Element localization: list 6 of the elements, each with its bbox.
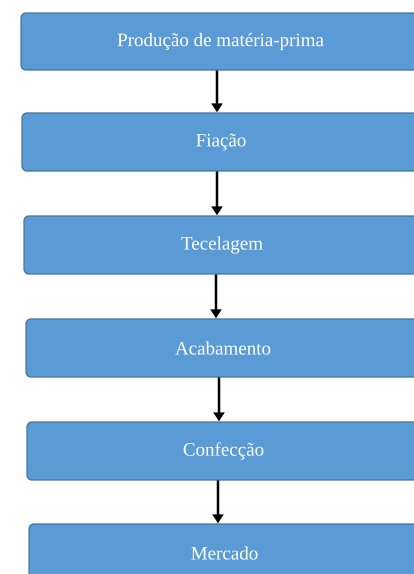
process-box: Fiação bbox=[21, 112, 414, 172]
process-box: Confecção bbox=[26, 421, 414, 481]
process-box: Acabamento bbox=[25, 318, 414, 378]
process-box: Mercado bbox=[28, 523, 414, 574]
process-box: Tecelagem bbox=[23, 215, 414, 275]
process-box: Produção de matéria-prima bbox=[20, 12, 414, 71]
